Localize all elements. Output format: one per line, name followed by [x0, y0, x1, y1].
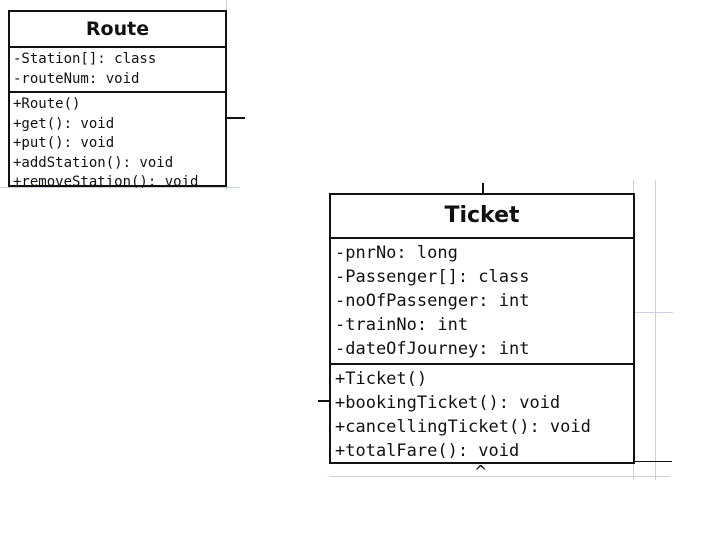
operation-row: +get(): void — [13, 115, 115, 132]
operation-row: +totalFare(): void — [335, 441, 520, 461]
attribute-row: -Station[]: class — [13, 51, 157, 67]
operation-row: +Ticket() — [335, 369, 428, 389]
attribute-row: -pnrNo: long — [335, 243, 458, 263]
attribute-row: -trainNo: int — [335, 315, 469, 335]
attribute-row: -Passenger[]: class — [335, 267, 530, 287]
route-class-box[interactable]: Route -Station[]: class -routeNum: void … — [8, 10, 227, 190]
ticket-class-box[interactable]: Ticket -pnrNo: long -Passenger[]: class … — [329, 193, 635, 464]
operation-compartment: +Ticket() +bookingTicket(): void +cancel… — [331, 365, 633, 465]
guide-line — [655, 180, 656, 480]
guide-line — [330, 476, 670, 477]
attribute-compartment: -Station[]: class -routeNum: void — [10, 48, 225, 93]
connector-arrowhead: ^ — [474, 462, 488, 481]
connector-stub-route — [227, 117, 245, 119]
attribute-compartment: -pnrNo: long -Passenger[]: class -noOfPa… — [331, 239, 633, 365]
operation-compartment: +Route() +get(): void +put(): void +addS… — [10, 93, 225, 195]
operation-row: +put(): void — [13, 135, 115, 151]
operation-row: +removeStation(): void — [13, 174, 199, 190]
connector-stub-ticket-right — [634, 461, 672, 462]
operation-row: +bookingTicket(): void — [335, 393, 561, 413]
connector-stub-ticket-left — [318, 400, 330, 402]
attribute-row: -routeNum: void — [13, 70, 140, 87]
guide-line — [633, 312, 673, 313]
class-name: Route — [10, 12, 225, 48]
attribute-row: -dateOfJourney: int — [335, 339, 530, 359]
operation-row: +cancellingTicket(): void — [335, 417, 591, 437]
operation-row: +Route() — [13, 96, 81, 112]
operation-row: +addStation(): void — [13, 154, 174, 171]
guide-line — [0, 187, 240, 188]
class-name: Ticket — [331, 195, 633, 239]
attribute-row: -noOfPassenger: int — [335, 291, 530, 311]
connector-stub-ticket-top — [482, 183, 484, 193]
